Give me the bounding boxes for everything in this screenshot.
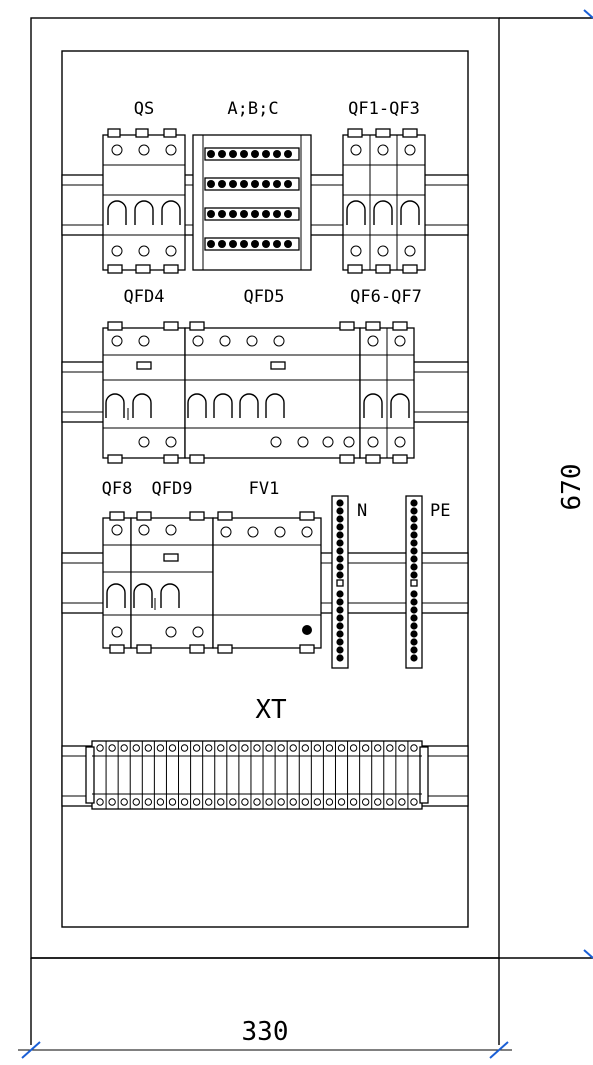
- xt-terminal-screw: [398, 798, 406, 806]
- xt-terminal-screw: [192, 798, 201, 806]
- xt-terminal-screw: [398, 744, 406, 752]
- xt-terminal-screw: [120, 798, 128, 806]
- qf6-qf7-breakers: [359, 321, 415, 464]
- label-qfd4: QFD4: [124, 287, 165, 307]
- xt-terminal-screw: [96, 744, 104, 752]
- mounting-plate: [61, 50, 469, 928]
- xt-terminal-screw: [229, 798, 237, 806]
- xt-terminal-screw: [229, 744, 237, 752]
- xt-terminal-screw: [156, 744, 165, 752]
- dimension-width-label: 330: [242, 1017, 289, 1047]
- xt-terminal-screw: [241, 798, 249, 806]
- label-fv1: FV1: [249, 479, 280, 499]
- xt-terminal-screw: [132, 798, 140, 806]
- xt-terminal-screw: [361, 744, 370, 752]
- xt-terminal-screw: [313, 798, 322, 806]
- xt-terminal-screw: [168, 798, 177, 806]
- xt-terminal-screw: [277, 744, 285, 752]
- xt-terminal-screw: [349, 798, 358, 806]
- xt-terminal-screw: [108, 798, 116, 806]
- label-qfd9: QFD9: [152, 479, 193, 499]
- n-terminal-bar: [331, 495, 349, 669]
- enclosure: [30, 17, 593, 1045]
- label-qs: QS: [134, 99, 154, 119]
- xt-terminal-screw: [253, 798, 261, 806]
- xt-terminal-screw: [265, 798, 273, 806]
- pe-terminal-bar: [405, 495, 423, 669]
- xt-terminal-screw: [386, 798, 394, 806]
- label-qf8: QF8: [102, 479, 133, 499]
- label-qfd5: QFD5: [244, 287, 285, 307]
- xt-terminal-screw: [301, 744, 309, 752]
- dimension-height: [583, 9, 593, 959]
- qfd9-rcbo: [130, 511, 214, 654]
- abc-busbar: [192, 134, 312, 271]
- xt-terminal-screw: [156, 798, 165, 806]
- xt-terminal-screw: [96, 798, 104, 806]
- xt-terminal-screw: [253, 744, 261, 752]
- xt-terminal-screw: [374, 798, 382, 806]
- xt-terminal-screw: [313, 744, 322, 752]
- xt-terminal-screw: [361, 798, 370, 806]
- label-n: N: [357, 501, 367, 521]
- xt-terminal-screw: [374, 744, 382, 752]
- xt-terminal-screw: [325, 798, 334, 806]
- xt-terminal-screw: [132, 744, 140, 752]
- xt-terminal-screw: [168, 744, 177, 752]
- qf1-qf3-breakers: [342, 128, 426, 274]
- xt-terminal-screw: [241, 744, 249, 752]
- xt-terminal-screw: [386, 744, 394, 752]
- xt-terminal-screw: [144, 798, 153, 806]
- xt-terminal-screw: [325, 744, 334, 752]
- fv1-surge-protector: [212, 511, 322, 654]
- xt-terminal-screw: [217, 744, 225, 752]
- xt-terminal-block: [85, 740, 429, 810]
- dimension-width: [18, 1041, 512, 1059]
- xt-terminal-screw: [192, 744, 201, 752]
- xt-terminal-screw: [289, 744, 297, 752]
- xt-terminal-screw: [144, 744, 153, 752]
- dimension-height-label: 670: [557, 464, 587, 511]
- xt-terminal-screw: [277, 798, 285, 806]
- xt-terminal-screw: [217, 798, 225, 806]
- label-xt: XT: [255, 695, 287, 725]
- label-qf6-qf7: QF6-QF7: [350, 287, 422, 307]
- xt-terminal-screw: [410, 798, 418, 806]
- xt-terminal-screw: [410, 744, 418, 752]
- xt-terminal-screw: [301, 798, 309, 806]
- xt-terminal-screw: [180, 798, 189, 806]
- qf8-breaker: [102, 511, 132, 654]
- xt-terminal-screw: [120, 744, 128, 752]
- label-abc: A;B;C: [227, 99, 278, 119]
- xt-terminal-screw: [108, 744, 116, 752]
- xt-terminal-screw: [349, 744, 358, 752]
- xt-terminal-screw: [205, 798, 213, 806]
- qs-switch: [102, 128, 186, 274]
- qfd4-rcbo: [102, 321, 186, 464]
- label-qf1-qf3: QF1-QF3: [348, 99, 420, 119]
- xt-terminal-screw: [180, 744, 189, 752]
- xt-terminal-screw: [289, 798, 297, 806]
- label-pe: PE: [430, 501, 450, 521]
- xt-terminal-screw: [337, 798, 346, 806]
- xt-terminal-screw: [205, 744, 213, 752]
- xt-terminal-screw: [337, 744, 346, 752]
- qfd5-rcbo: [184, 321, 361, 464]
- xt-terminal-screw: [265, 744, 273, 752]
